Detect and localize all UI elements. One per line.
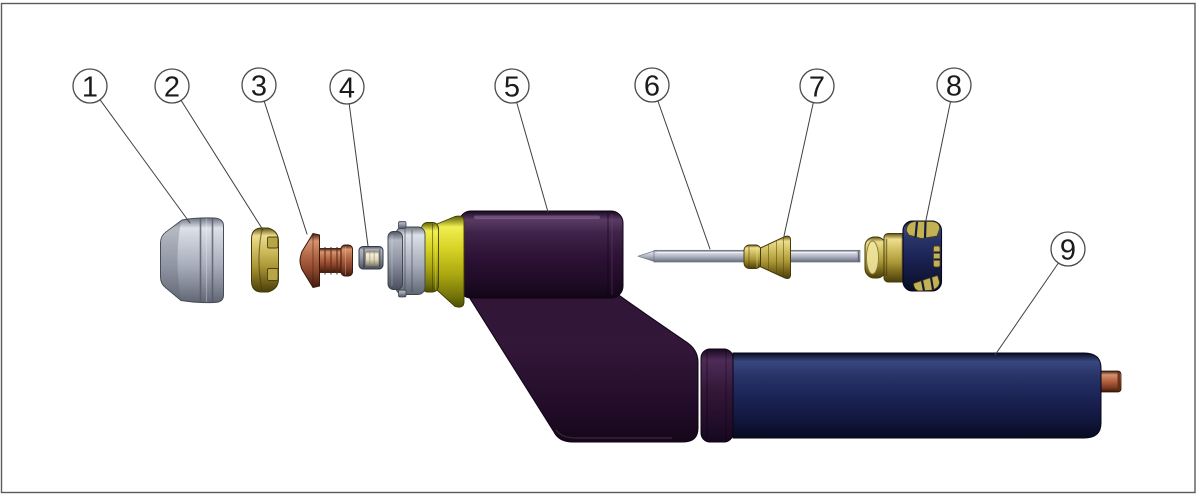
shield-cup-body: [160, 217, 224, 304]
callout-circle-2: [154, 68, 190, 104]
part-5-torch-head: [387, 210, 734, 443]
torch-head-cylinder: [458, 210, 624, 299]
knob-knurl-lines-right: [933, 251, 940, 261]
callout-2: 2: [154, 68, 264, 231]
part-8-rear-connector: [864, 220, 943, 292]
callout-number-4: 4: [339, 72, 355, 104]
leader-line-4: [348, 103, 369, 247]
nozzle-flange: [299, 233, 320, 288]
leader-line-6: [657, 100, 711, 250]
callout-number-9: 9: [1060, 234, 1076, 266]
elbow-rim-highlight: [555, 429, 672, 439]
callout-number-7: 7: [809, 71, 825, 103]
leader-line-8: [925, 101, 951, 221]
callout-number-2: 2: [164, 71, 180, 103]
callout-number-5: 5: [504, 71, 520, 103]
retaining-cap-rim: [258, 229, 263, 291]
handle-body: [732, 352, 1102, 439]
callout-3: 3: [241, 67, 308, 235]
callout-circle-8: [936, 67, 972, 103]
leader-line-9: [994, 262, 1059, 356]
part-7-collet-nut: [743, 235, 791, 279]
callout-7: 7: [783, 68, 835, 237]
needle-tip: [637, 249, 657, 263]
shield-cup-left-face: [161, 221, 181, 300]
part-3-nozzle: [299, 233, 353, 288]
connector-knurled-knob: [902, 220, 943, 292]
callout-4: 4: [329, 69, 369, 247]
part-4-electrode: [358, 246, 384, 270]
callout-1: 1: [72, 68, 191, 224]
front-ring-tab-top: [398, 221, 407, 229]
knob-knurl-lines-top: [914, 221, 927, 239]
callout-circle-1: [72, 68, 108, 104]
knob-brass-notch-right: [933, 245, 941, 268]
torch-body-elbow: [463, 277, 699, 443]
electrode-facets: [369, 251, 375, 265]
head-front-ring-inner: [387, 231, 403, 290]
collet-cone: [760, 235, 791, 279]
handle-collar: [700, 348, 734, 443]
callout-6: 6: [634, 67, 711, 250]
callout-circle-3: [241, 67, 277, 103]
knob-knurl-lines-bottom: [920, 277, 935, 291]
callouts: 1 2 3 4 5 6 7: [72, 67, 1086, 356]
callout-circle-7: [799, 68, 835, 104]
callout-9: 9: [994, 231, 1086, 356]
callout-5: 5: [494, 68, 549, 213]
callout-number-6: 6: [644, 70, 660, 102]
electrode-core: [365, 250, 380, 266]
connector-front-face: [866, 240, 879, 275]
leader-line-3: [263, 100, 308, 235]
retaining-cap-notch-bottom: [267, 268, 279, 281]
part-1-shield-cup: [160, 217, 224, 304]
part-2-retaining-cap: [251, 227, 279, 293]
nozzle-end-ring: [340, 244, 353, 277]
callout-circle-9: [1050, 231, 1086, 267]
stub-end-edge: [1117, 372, 1121, 391]
head-collar-yellow-cone: [436, 215, 465, 308]
callout-number-8: 8: [946, 70, 962, 102]
retaining-cap-notch-top: [267, 236, 279, 249]
callout-number-1: 1: [82, 71, 98, 103]
part-9-handle-barrel: [732, 352, 1122, 439]
callout-8: 8: [925, 67, 972, 221]
callout-circle-4: [329, 69, 365, 105]
leader-line-5: [516, 101, 549, 213]
collet-ring: [743, 244, 762, 269]
callout-number-3: 3: [251, 70, 267, 102]
knob-brass-notch-top: [906, 221, 940, 239]
leader-line-2: [180, 99, 264, 231]
front-ring-tab-bottom: [398, 289, 407, 298]
collet-facets: [768, 237, 784, 277]
cylinder-top-highlight: [474, 215, 600, 220]
nozzle-ribs: [324, 247, 338, 275]
callout-circle-5: [494, 68, 530, 104]
leader-line-1: [99, 99, 191, 224]
leader-line-7: [783, 102, 814, 237]
callout-circle-6: [634, 67, 670, 103]
